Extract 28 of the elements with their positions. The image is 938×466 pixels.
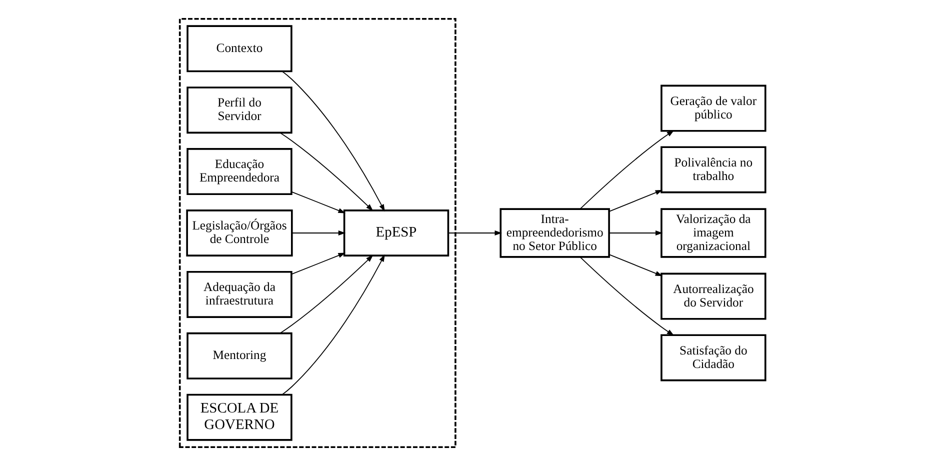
node-box: Adequação da infraestrutura bbox=[186, 270, 292, 318]
arrow bbox=[282, 70, 385, 212]
arrow bbox=[608, 190, 663, 212]
arrow bbox=[580, 130, 674, 210]
arrow bbox=[448, 230, 502, 236]
node-box: Educação Empreendedora bbox=[186, 148, 292, 196]
node-box: Mentoring bbox=[186, 332, 292, 380]
arrow bbox=[608, 230, 663, 236]
arrow bbox=[292, 230, 346, 236]
arrow bbox=[291, 252, 346, 275]
cluster bbox=[178, 18, 456, 448]
arrow bbox=[580, 256, 674, 336]
node-box: EpESP bbox=[343, 210, 450, 256]
arrow bbox=[291, 191, 346, 214]
node-box: Valorização da imagem organizacional bbox=[660, 208, 766, 258]
arrow bbox=[608, 254, 663, 276]
node-box: Perfil do Servidor bbox=[186, 86, 292, 134]
node-box: Geração de valor público bbox=[660, 84, 766, 132]
node-box: Intra- empreendedorismo no Setor Público bbox=[500, 208, 610, 258]
node-box: Autorrealização do Servidor bbox=[660, 272, 766, 320]
arrow bbox=[280, 132, 374, 211]
node-box: Polivalência no trabalho bbox=[660, 146, 766, 194]
node-box: Legislação/Órgãos de Controle bbox=[186, 210, 293, 256]
node-box: ESCOLA DE GOVERNO bbox=[186, 394, 292, 441]
arrow bbox=[282, 254, 385, 396]
node-box: Contexto bbox=[186, 25, 292, 72]
arrow bbox=[280, 255, 374, 334]
node-box: Satisfação do Cidadão bbox=[660, 334, 766, 382]
